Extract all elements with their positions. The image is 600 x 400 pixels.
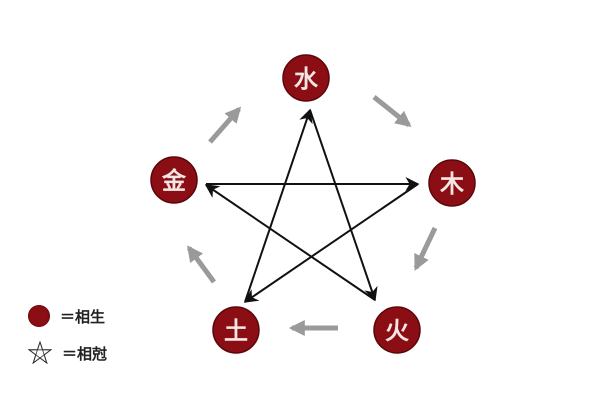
- arrow-water-to-wood: [372, 95, 412, 127]
- node-metal: 金: [150, 156, 198, 204]
- arrow-earth-to-metal: [186, 245, 217, 284]
- node-label-earth: 土: [224, 316, 248, 345]
- red-circle-icon: [28, 305, 50, 327]
- arrow-metal-to-water: [208, 106, 242, 144]
- node-fire: 火: [373, 306, 421, 354]
- node-wood: 木: [428, 159, 476, 207]
- pentagram-icon: [28, 341, 52, 365]
- legend-generating: ＝相生: [28, 305, 105, 327]
- node-earth: 土: [212, 306, 260, 354]
- legend-overcoming: ＝相尅: [28, 341, 108, 365]
- arrow-wood-to-fire: [413, 226, 438, 271]
- arrow-fire-to-metal: [204, 184, 376, 301]
- arrow-earth-to-water: [244, 108, 313, 303]
- arrow-water-to-fire: [309, 109, 378, 302]
- legend-overcoming-label: ＝相尅: [62, 344, 108, 363]
- generating-arrows: [186, 95, 438, 337]
- node-label-metal: 金: [161, 166, 187, 195]
- node-label-wood: 木: [439, 169, 465, 198]
- node-label-water: 水: [294, 64, 319, 93]
- arrow-wood-to-earth: [243, 183, 419, 303]
- node-label-fire: 火: [385, 316, 409, 345]
- node-water: 水: [282, 54, 330, 102]
- legend-generating-label: ＝相生: [60, 307, 106, 326]
- overcoming-arrows: [204, 108, 420, 303]
